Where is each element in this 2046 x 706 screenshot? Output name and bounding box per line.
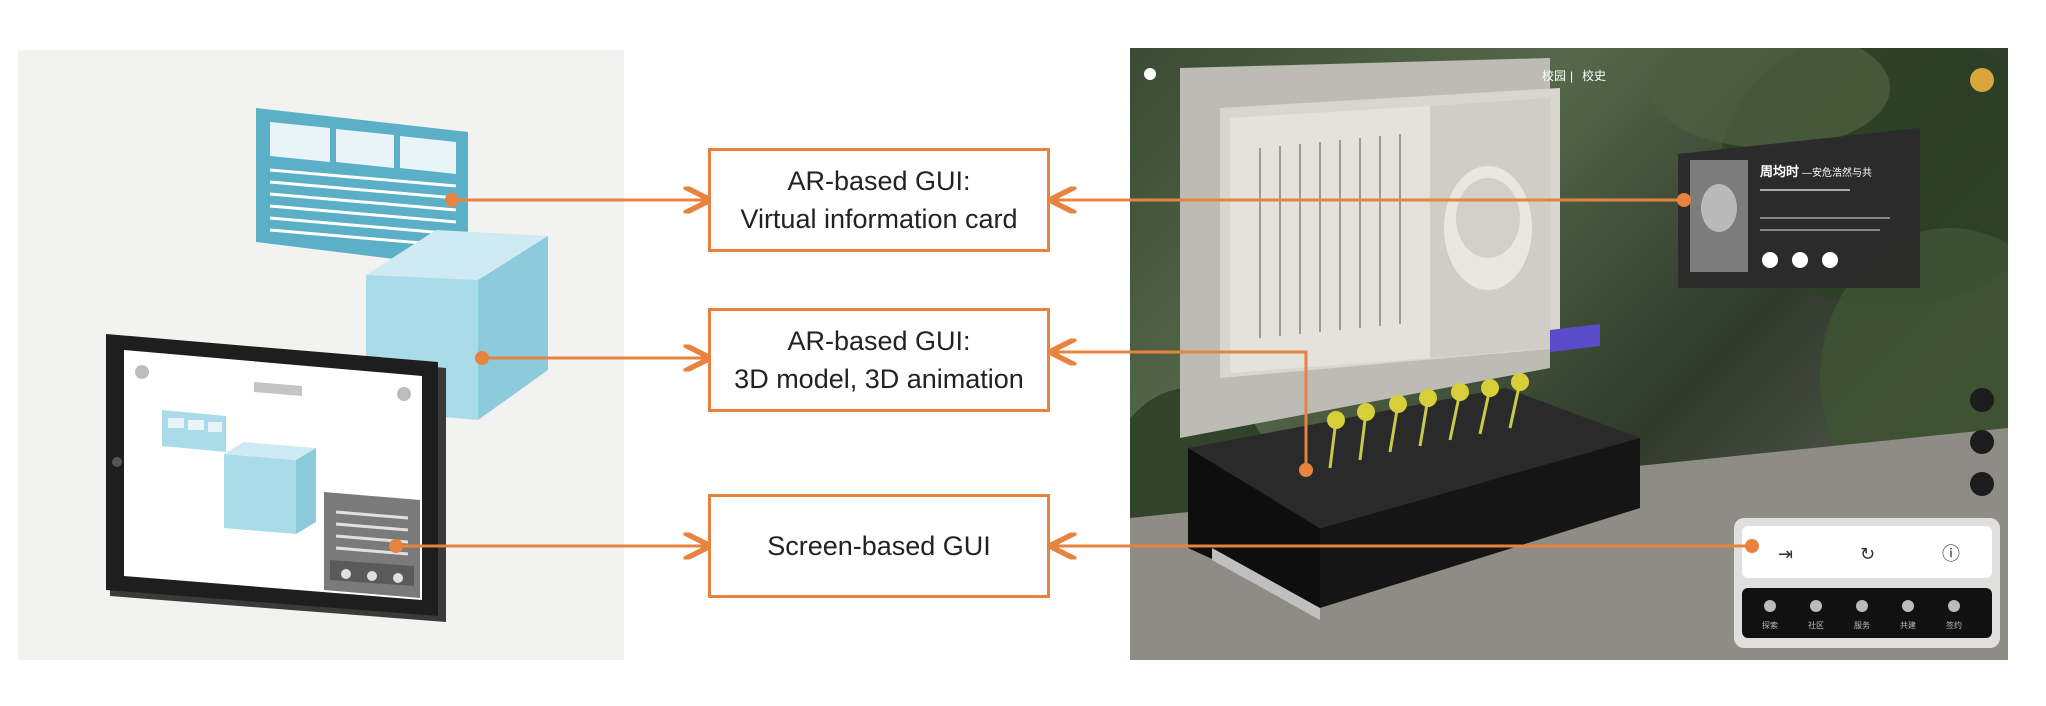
label-screen-line1: Screen-based GUI [767,531,991,561]
label-3d-model: AR-based GUI: 3D model, 3D animation [708,308,1050,412]
nav-campus[interactable]: 校园 [1542,68,1566,83]
mascot-avatar[interactable] [1970,68,1994,92]
info-icon[interactable]: ⓘ [1942,544,1960,564]
community-icon[interactable] [1810,600,1822,612]
card-action-icon[interactable] [1792,252,1808,268]
label-card-line2: Virtual information card [740,204,1018,234]
top-nav: 校园 | 校史 [1144,68,1994,92]
label-model-line1: AR-based GUI: [787,326,971,356]
tablet-illustration [106,334,446,622]
label-screen-based-gui: Screen-based GUI [708,494,1050,598]
nav-separator: | [1570,69,1573,83]
tab-sign[interactable]: 签约 [1946,620,1962,630]
exit-icon[interactable]: ⇥ [1778,544,1793,564]
service-icon[interactable] [1856,600,1868,612]
card-title: 周均时 [1760,164,1799,179]
expand-icon[interactable] [1970,388,1994,412]
tab-build[interactable]: 共建 [1900,620,1916,630]
camera-icon[interactable] [1970,472,1994,496]
card-subtitle: —安危浩然与共 [1802,166,1872,179]
refresh-icon[interactable]: ↻ [1860,544,1875,564]
illustration-panel [18,50,624,660]
label-card-line1: AR-based GUI: [787,166,971,196]
location-pin-icon[interactable] [1144,68,1156,80]
stone-wall [1180,58,1560,438]
side-tools [1970,388,1994,496]
tab-community[interactable]: 社区 [1808,620,1824,630]
label-virtual-information-card: AR-based GUI: Virtual information card [708,148,1050,252]
virtual-information-card[interactable]: 周均时 —安危浩然与共 [1678,128,1920,288]
tab-service[interactable]: 服务 [1854,620,1870,630]
screen-gui-panel: ⇥ ↻ ⓘ 探索 社区 服务 共建 签约 [1734,518,2000,648]
ar-scene-panel: 周均时 —安危浩然与共 校园 | 校史 ⇥ ↻ [1130,48,2008,660]
card-action-icon[interactable] [1822,252,1838,268]
nav-history[interactable]: 校史 [1582,68,1606,83]
planter-3d-model [1188,324,1640,620]
tab-explore[interactable]: 探索 [1762,620,1778,630]
build-icon[interactable] [1902,600,1914,612]
pen-icon[interactable] [1970,430,1994,454]
ar-scene-svg: 周均时 —安危浩然与共 校园 | 校史 ⇥ ↻ [1130,48,2008,660]
illustration-svg [106,108,548,622]
card-action-icon[interactable] [1762,252,1778,268]
explore-icon[interactable] [1764,600,1776,612]
sign-icon[interactable] [1948,600,1960,612]
label-model-line2: 3D model, 3D animation [734,364,1024,394]
